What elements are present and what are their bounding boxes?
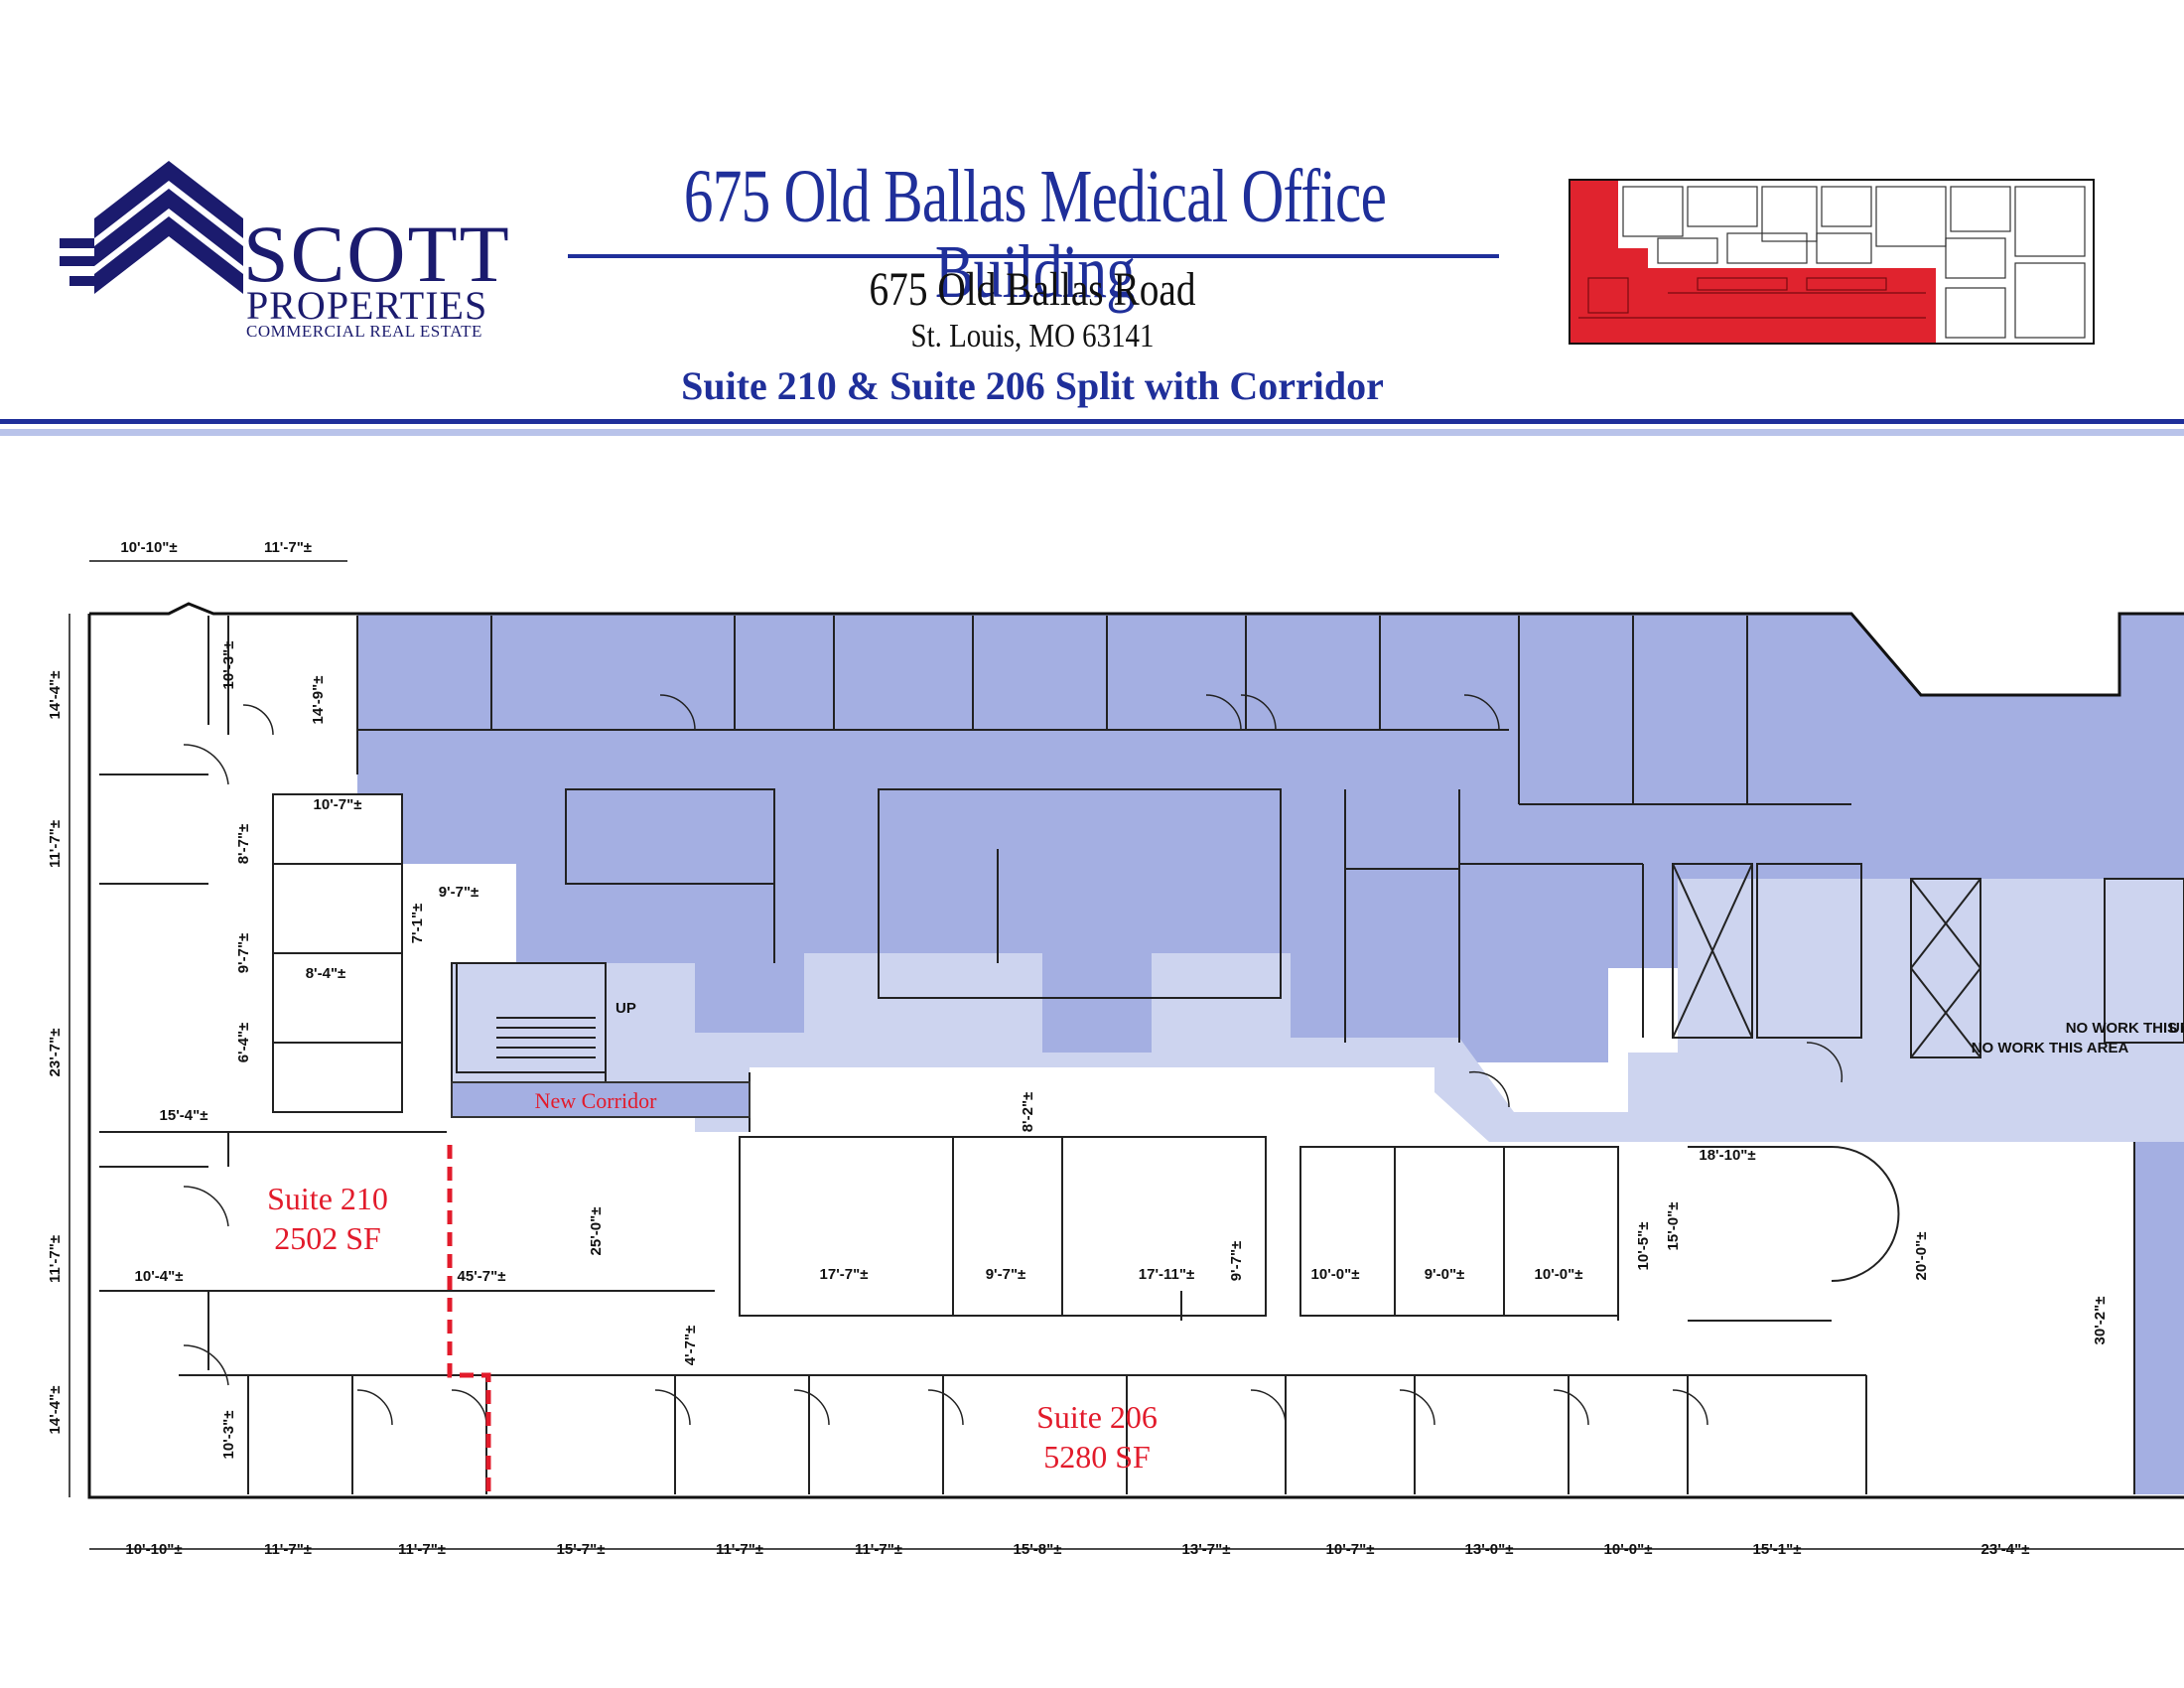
bottom-dim-6: 11'-7"±: [855, 1541, 902, 1558]
dim-9-7-c: 9'-7"±: [986, 1266, 1026, 1283]
stair-up-note-2: UP: [2169, 1020, 2184, 1037]
scott-properties-logo: [60, 161, 243, 294]
bottom-dim-12: 15'-1"±: [1753, 1541, 1802, 1558]
page-title: 675 Old Ballas Medical Office Building: [683, 155, 1387, 314]
logo-text-tagline: COMMERCIAL REAL ESTATE: [246, 322, 482, 341]
chevron-logo-icon: [60, 161, 243, 294]
dim-15-4: 15'-4"±: [160, 1107, 208, 1124]
dim-10-3-bot: 10'-3"±: [220, 1411, 237, 1460]
dim-10-0-a: 10'-0"±: [1311, 1266, 1360, 1283]
dim-6-4: 6'-4"±: [235, 1023, 252, 1063]
bottom-dim-5: 11'-7"±: [716, 1541, 763, 1558]
exterior-walls: [87, 602, 2184, 1499]
dim-9-0: 9'-0"±: [1425, 1266, 1465, 1283]
key-plan-highlight: [1570, 181, 1936, 343]
dim-10-3-top: 10'-3"±: [220, 641, 237, 690]
suite-split-line: [447, 1145, 491, 1497]
suite-206-area: 5280 SF: [1043, 1439, 1151, 1475]
dim-7-1: 7'-1"±: [409, 904, 426, 944]
key-plan-thumbnail: [1569, 179, 2095, 345]
bottom-dim-4: 15'-7"±: [557, 1541, 606, 1558]
top-dim-2: 11'-7"±: [264, 539, 312, 556]
right-edge-fill: [2134, 1142, 2184, 1494]
dim-9-7-a: 9'-7"±: [439, 884, 479, 901]
dim-18-10: 18'-10"±: [1699, 1147, 1755, 1164]
header-rule-dark: [0, 419, 2184, 424]
address-line-2: St. Louis, MO 63141: [910, 318, 1155, 354]
left-dim-5: 14'-4"±: [47, 1386, 64, 1435]
logo-text-scott: SCOTT: [243, 209, 511, 299]
stair-up-note-1: UP: [615, 1000, 636, 1017]
suite-206-name: Suite 206: [1036, 1399, 1158, 1435]
bottom-dim-2: 11'-7"±: [264, 1541, 312, 1558]
left-dim-4: 11'-7"±: [47, 1235, 64, 1283]
left-dim-3: 23'-7"±: [47, 1029, 64, 1077]
bottom-dim-13: 23'-4"±: [1981, 1541, 2030, 1558]
dim-25-0: 25'-0"±: [588, 1207, 605, 1256]
dim-8-7: 8'-7"±: [235, 824, 252, 865]
left-dimensions: 14'-4"± 11'-7"± 23'-7"± 11'-7"± 14'-4"±: [47, 671, 64, 1435]
dim-45-7: 45'-7"±: [458, 1268, 506, 1285]
logo-text-properties: PROPERTIES: [246, 283, 488, 328]
bottom-dim-7: 15'-8"±: [1014, 1541, 1062, 1558]
bottom-dim-10: 13'-0"±: [1465, 1541, 1514, 1558]
top-dim-1: 10'-10"±: [120, 539, 177, 556]
dim-30-2: 30'-2"±: [2092, 1297, 2109, 1345]
dim-15-0: 15'-0"±: [1665, 1202, 1682, 1251]
dim-14-9: 14'-9"±: [310, 676, 327, 725]
interior-walls: [99, 616, 2184, 1494]
dim-9-7-d: 9'-7"±: [1228, 1241, 1245, 1282]
suite-210-name: Suite 210: [267, 1181, 388, 1216]
bottom-dim-1: 10'-10"±: [125, 1541, 182, 1558]
bottom-dim-3: 11'-7"±: [398, 1541, 446, 1558]
dim-9-7-b: 9'-7"±: [235, 933, 252, 974]
door-swings: [183, 694, 1843, 1426]
new-corridor-label: New Corridor: [535, 1088, 657, 1113]
dim-8-4: 8'-4"±: [306, 965, 346, 982]
dim-10-5: 10'-5"±: [1635, 1222, 1652, 1271]
bottom-dim-11: 10'-0"±: [1604, 1541, 1653, 1558]
dim-20-0: 20'-0"±: [1913, 1232, 1930, 1281]
title-underline: [568, 254, 1499, 258]
left-dim-1: 14'-4"±: [47, 671, 64, 720]
new-corridor-area: [451, 1081, 751, 1118]
dim-17-7: 17'-7"±: [820, 1266, 869, 1283]
dim-4-7: 4'-7"±: [682, 1326, 699, 1366]
tenant-area-fill: [357, 614, 2184, 1062]
bottom-dimensions: 10'-10"± 11'-7"± 11'-7"± 15'-7"± 11'-7"±…: [125, 1541, 2029, 1558]
no-work-note-2: NO WORK THIS AREA: [2066, 1020, 2184, 1037]
floor-plan: New Corridor Suite 210 2502 SF Suite 206…: [47, 539, 2184, 1558]
left-dim-2: 11'-7"±: [47, 820, 64, 868]
bottom-dim-9: 10'-7"±: [1326, 1541, 1375, 1558]
address-line-1: 675 Old Ballas Road: [869, 263, 1196, 316]
page-subtitle: Suite 210 & Suite 206 Split with Corrido…: [681, 363, 1384, 408]
dimension-lines: [68, 560, 2184, 1550]
dim-10-4: 10'-4"±: [135, 1268, 184, 1285]
dim-10-0-b: 10'-0"±: [1535, 1266, 1583, 1283]
bottom-dim-8: 13'-7"±: [1182, 1541, 1231, 1558]
suite-210-area: 2502 SF: [274, 1220, 381, 1256]
header-rule-light: [0, 429, 2184, 436]
no-work-note-1: NO WORK THIS AREA: [1972, 1040, 2129, 1056]
interior-dimensions: 10'-3"± 14'-9"± 10'-7"± 8'-7"± 9'-7"± 7'…: [135, 641, 2109, 1460]
dim-8-2: 8'-2"±: [1020, 1092, 1036, 1133]
dim-17-11: 17'-11"±: [1139, 1266, 1194, 1283]
dim-10-7: 10'-7"±: [314, 796, 362, 813]
